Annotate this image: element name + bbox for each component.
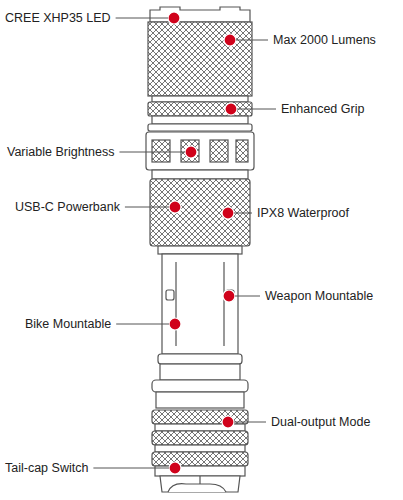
callout-label: Dual-output Mode [270,415,371,430]
callout-label: Variable Brightness [6,145,115,160]
leader-line [235,296,260,297]
leader-line [119,152,185,153]
leader-line [236,40,268,41]
callout-label: Weapon Mountable [264,289,374,304]
leader-line [116,18,168,19]
leader-line [234,422,266,423]
callout-label: Max 2000 Lumens [272,33,377,48]
callout-label: CREE XHP35 LED [4,11,112,26]
callout-label: Bike Mountable [24,317,112,332]
leader-line [237,109,276,110]
callout-label: Tail-cap Switch [4,461,89,476]
callout-label: USB-C Powerbank [14,200,121,215]
leader-line [125,207,169,208]
leader-line [93,468,169,469]
leader-line [116,324,169,325]
callout-label: Enhanced Grip [280,102,365,117]
callout-label: IPX8 Waterproof [256,206,350,221]
leader-line [234,213,252,214]
